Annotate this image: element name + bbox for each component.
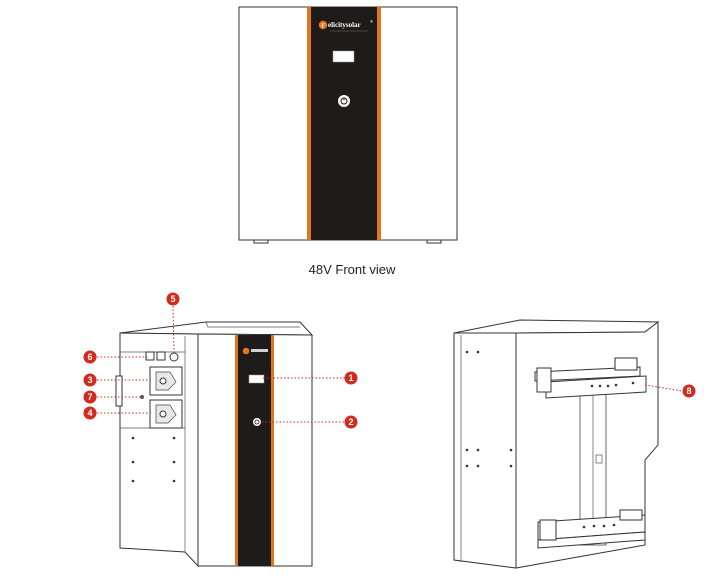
brand-trademark: ® [370, 19, 373, 24]
callout-3-label: 3 [87, 375, 92, 385]
front-foot-left [253, 239, 269, 244]
iso-display [248, 374, 265, 384]
callout-4-label: 4 [87, 408, 92, 418]
callout-8-label: 8 [686, 386, 691, 396]
callout-8: 8 [682, 384, 696, 398]
back-top-face [453, 319, 660, 334]
iso-black-panel [238, 335, 271, 566]
brand-name: elicitysolar [328, 21, 361, 29]
iso-front-unit [115, 321, 314, 568]
callout-1-label: 1 [348, 373, 353, 383]
callout-7-label: 7 [87, 392, 92, 402]
iso-orange-left [235, 335, 238, 566]
comm-port-1 [145, 351, 155, 361]
upper-wall-bracket [534, 357, 647, 399]
callout-leaders [97, 305, 683, 423]
lcd-display [332, 50, 355, 63]
logo-circle-icon [318, 20, 328, 30]
callout-2-label: 2 [348, 417, 353, 427]
callout-5-label: 5 [170, 294, 175, 304]
terminal-panel [140, 351, 183, 429]
front-foot-right [426, 239, 442, 244]
callout-1: 1 [344, 371, 358, 385]
back-side-face [453, 332, 517, 569]
callout-6-label: 6 [87, 352, 92, 362]
front-view-caption: 48V Front view [308, 262, 396, 277]
callout-3: 3 [83, 373, 97, 387]
front-panel [310, 7, 378, 240]
power-button-icon [338, 95, 350, 107]
iso-back-unit [453, 319, 660, 569]
side-holes [131, 436, 176, 483]
logo-letter: F [321, 24, 325, 30]
callout-4: 4 [83, 406, 97, 420]
ground-screw [140, 395, 144, 399]
orange-strip-right [377, 7, 381, 240]
iso-power-button-icon [253, 418, 261, 426]
iso-logo-icon [242, 347, 250, 355]
lower-wall-bracket [537, 509, 646, 549]
callout-7: 7 [83, 390, 97, 404]
iso-orange-right [271, 335, 274, 566]
callout-6: 6 [83, 350, 97, 364]
front-view-unit: F elicitysolar ® [238, 6, 458, 244]
iso-side-bracket [115, 375, 123, 407]
brand-logo: F elicitysolar ® [318, 19, 373, 32]
callout-2: 2 [344, 415, 358, 429]
callout-5: 5 [166, 292, 180, 306]
orange-strip-left [307, 7, 311, 240]
comm-port-2 [156, 351, 166, 361]
dip-switch [169, 352, 179, 362]
